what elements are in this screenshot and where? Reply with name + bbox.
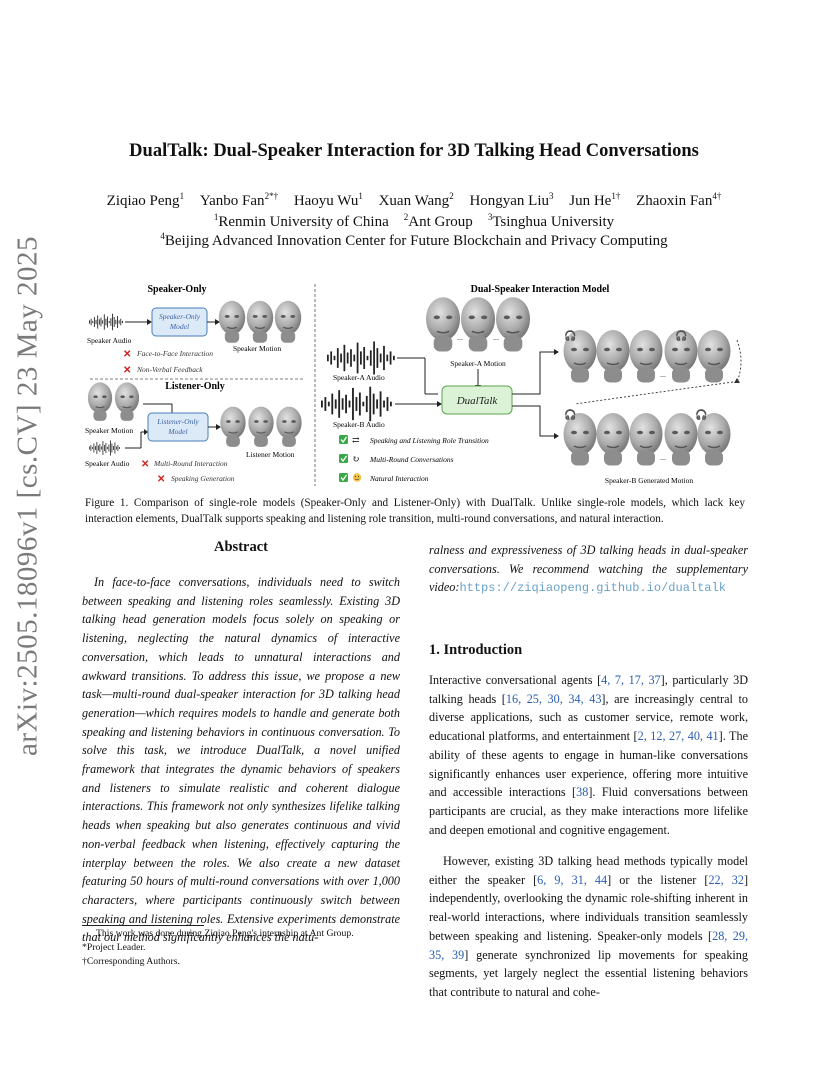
speaker-motion-input-heads: [87, 381, 140, 422]
speaker-audio-label-2: Speaker Audio: [85, 459, 130, 468]
author: Jun He1†: [569, 191, 621, 209]
speaker-audio-waveform: [89, 313, 123, 331]
speaker-only-model-label: Speaker-Only: [159, 312, 201, 321]
speaker-b-generated-label: Speaker-B Generated Motion: [605, 476, 693, 485]
speaker-motion-heads: [218, 300, 302, 344]
citation-link[interactable]: 4, 7, 17, 37: [601, 673, 661, 687]
headphone-icon: 🎧: [564, 329, 576, 342]
footnote-rule: [82, 925, 204, 926]
affiliation: 1Renmin University of China: [213, 212, 389, 230]
non-verbal-missing: Non-Verbal Feedback: [136, 365, 203, 374]
footnote: *Project Leader.: [82, 942, 146, 953]
speaker-only-model-label: Model: [169, 322, 189, 331]
author: Yanbo Fan2*†: [199, 191, 279, 209]
intro-paragraph-2: However, existing 3D talking head method…: [429, 854, 749, 999]
speaker-a-audio-waveform: [327, 341, 395, 375]
dualtalk-model-box: [441, 385, 513, 415]
feature-role-transition: Speaking and Listening Role Transition: [370, 436, 489, 445]
speaker-audio-label: Speaker Audio: [87, 336, 132, 345]
swap-arrows-icon: ⇄: [352, 435, 360, 445]
figure-1: Speaker-Only Speaker-Only Model Speaker …: [85, 282, 745, 488]
author: Xuan Wang2: [378, 191, 454, 209]
dualtalk-label: DualTalk: [456, 395, 499, 407]
citation-link[interactable]: 2, 12, 27, 40, 41: [637, 729, 719, 744]
author: Haoyu Wu1: [293, 191, 363, 209]
listener-only-model-label: Listener-Only: [156, 417, 199, 426]
author-list: Ziqiao Peng1 Yanbo Fan2*† Haoyu Wu1 Xuan…: [0, 191, 828, 210]
output-heads-top: [562, 329, 732, 384]
speaker-a-motion-label: Speaker-A Motion: [450, 359, 506, 368]
arxiv-identifier: arXiv:2505.18096v1 [cs.CV] 23 May 2025: [11, 235, 44, 757]
citation-link[interactable]: 28, 29, 35, 39: [429, 928, 749, 962]
headphone-icon: 🎧: [564, 408, 576, 421]
speaking-generation-missing: Speaking Generation: [171, 474, 235, 483]
author: Zhaoxin Fan4†: [636, 191, 722, 209]
listener-input-motion-label: Speaker Motion: [85, 426, 133, 435]
speaker-only-title: Speaker-Only: [147, 284, 206, 295]
abstract-continuation: ralness and expressiveness of 3D talking…: [429, 543, 748, 596]
headphone-icon: 🎧: [675, 329, 687, 342]
ellipsis: ...: [493, 333, 499, 342]
refresh-icon: ↻: [352, 454, 360, 464]
cross-icon: ✕: [157, 474, 165, 485]
ellipsis: ...: [660, 370, 666, 379]
abstract-body: In face-to-face conversations, individua…: [82, 575, 400, 945]
speaker-motion-label: Speaker Motion: [233, 344, 281, 353]
affiliations-line-1: 1Renmin University of China 2Ant Group 3…: [0, 212, 828, 231]
listener-motion-label: Listener Motion: [246, 450, 295, 459]
affiliation: 3Tsinghua University: [487, 212, 615, 230]
check-icon: [339, 473, 348, 482]
citation-link[interactable]: 22, 32: [708, 872, 744, 887]
paper-title: DualTalk: Dual-Speaker Interaction for 3…: [129, 141, 699, 161]
speaker-b-audio-label: Speaker-B Audio: [333, 420, 385, 429]
author: Hongyan Liu3: [469, 191, 554, 209]
citation-link[interactable]: 16, 25, 30, 34, 43: [505, 691, 602, 706]
multi-round-missing: Multi-Round Interaction: [153, 459, 228, 468]
citation-link[interactable]: 38: [576, 785, 589, 800]
cross-icon: ✕: [123, 349, 131, 360]
speaker-a-motion-heads: [425, 296, 531, 353]
intro-paragraph-1: Interactive conversational agents [4, 7,…: [429, 673, 748, 837]
listener-only-title: Listener-Only: [165, 381, 225, 392]
face-to-face-missing: Face-to-Face Interaction: [136, 349, 213, 358]
footnote: This work was done during Ziqiao Peng's …: [96, 928, 354, 939]
check-icon: [339, 454, 348, 463]
check-icon: [339, 435, 348, 444]
abstract-heading: Abstract: [214, 539, 268, 555]
headphone-icon: 🎧: [695, 408, 707, 421]
supplementary-video-link[interactable]: https://ziqiaopeng.github.io/dualtalk: [459, 581, 726, 596]
dual-speaker-title: Dual-Speaker Interaction Model: [471, 284, 610, 295]
speaker-a-audio-label: Speaker-A Audio: [333, 373, 385, 382]
feature-natural-interaction: Natural Interaction: [369, 474, 429, 483]
figure-caption: Figure 1. Comparison of single-role mode…: [85, 497, 745, 525]
listener-motion-heads: [219, 406, 303, 448]
listener-only-model-label: Model: [167, 427, 187, 436]
cross-icon: ✕: [141, 459, 149, 470]
footnote: †Corresponding Authors.: [82, 956, 180, 967]
affiliation: 2Ant Group: [403, 212, 473, 230]
smile-icon: [352, 473, 362, 482]
cross-icon: ✕: [123, 365, 131, 376]
listener-audio-waveform: [89, 440, 120, 456]
author: Ziqiao Peng1: [106, 191, 185, 209]
ellipsis: ...: [660, 453, 666, 462]
introduction-heading: 1. Introduction: [429, 642, 523, 658]
feature-multi-round: Multi-Round Conversations: [369, 455, 454, 464]
ellipsis: ...: [457, 333, 463, 342]
citation-link[interactable]: 6, 9, 31, 44: [537, 872, 608, 887]
speaker-b-audio-waveform: [321, 386, 392, 422]
affiliations-line-2: 4Beijing Advanced Innovation Center for …: [160, 231, 668, 249]
